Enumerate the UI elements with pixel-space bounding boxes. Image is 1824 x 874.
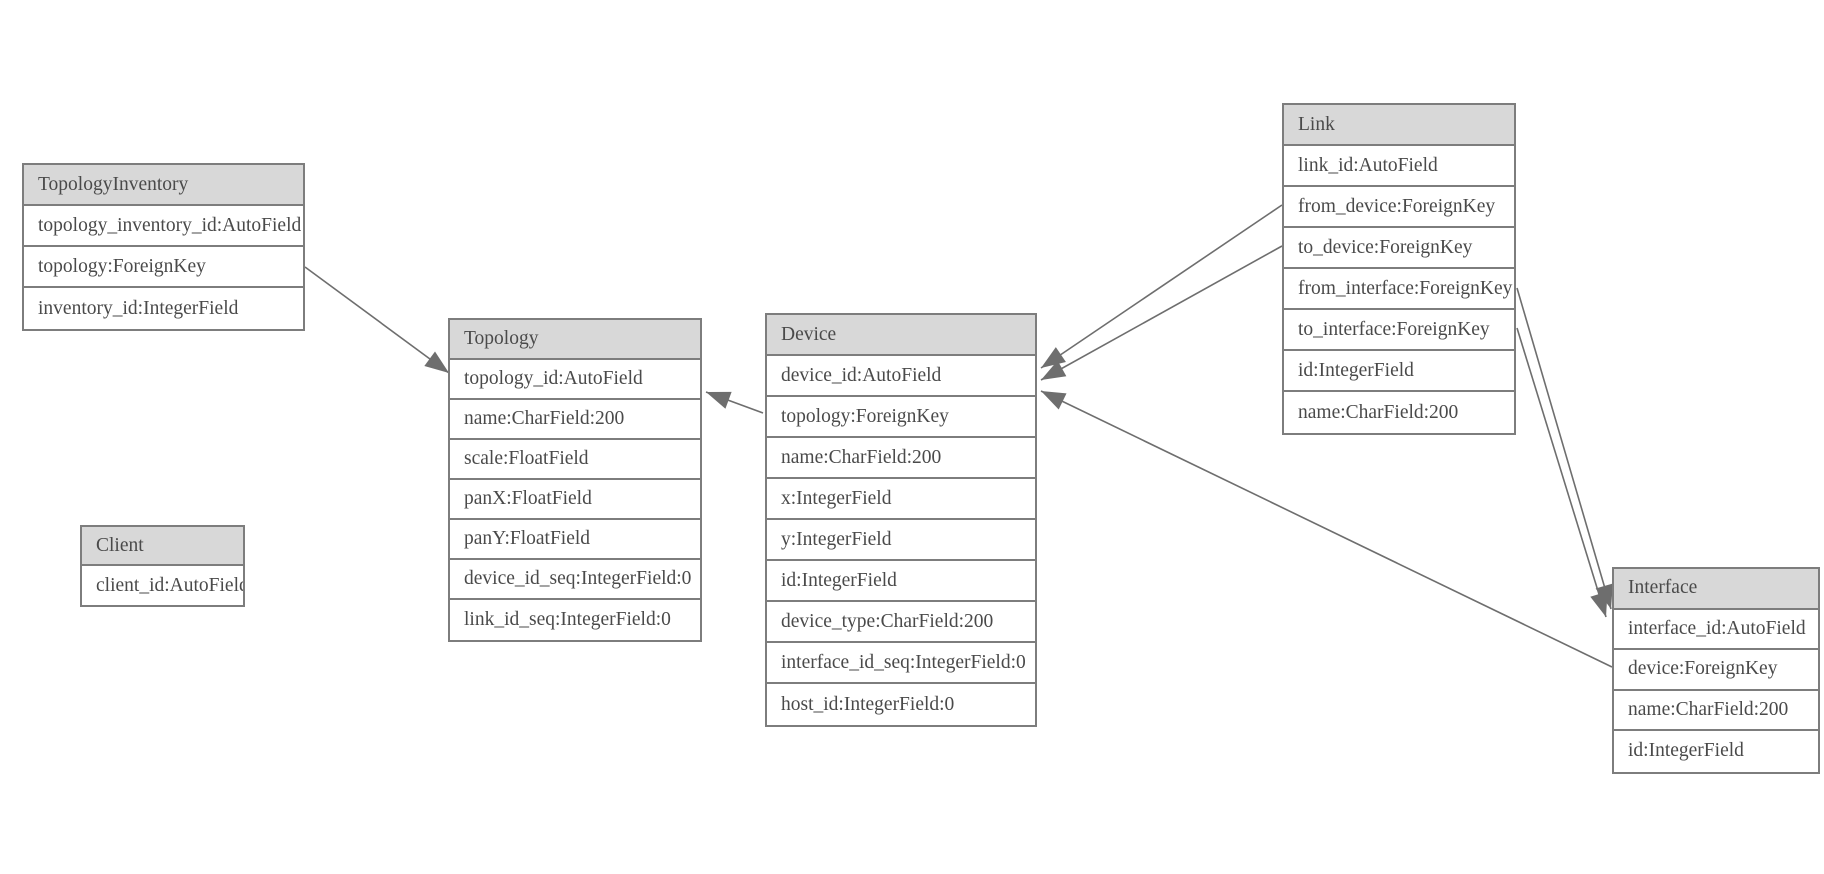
field-row: id:IntegerField	[767, 561, 1035, 602]
field-row: name:CharField:200	[1614, 690, 1818, 731]
field-row: device_id:AutoField	[767, 356, 1035, 397]
field-row: topology:ForeignKey	[767, 397, 1035, 438]
field-row: topology_id:AutoField	[450, 360, 700, 400]
entity-title: Device	[767, 315, 1035, 356]
field-row: name:CharField:200	[1284, 392, 1514, 433]
field-row: topology_inventory_id:AutoField	[24, 206, 303, 247]
edge-link-from_device-device	[1040, 204, 1283, 369]
edge-link-to_device-device	[1040, 245, 1283, 381]
field-row: device_id_seq:IntegerField:0	[450, 560, 700, 600]
field-row: host_id:IntegerField:0	[767, 684, 1035, 725]
field-row: topology:ForeignKey	[24, 247, 303, 288]
field-row: interface_id:AutoField	[1614, 609, 1818, 650]
edge-link-from_interface-interface	[1516, 287, 1613, 610]
field-row: panX:FloatField	[450, 480, 700, 520]
entity-title: Topology	[450, 320, 700, 360]
field-row: inventory_id:IntegerField	[24, 288, 303, 329]
field-row: x:IntegerField	[767, 479, 1035, 520]
entity-title: Client	[82, 527, 243, 566]
field-row: scale:FloatField	[450, 440, 700, 480]
entity-table-client: Client client_id:AutoField	[80, 525, 245, 607]
edge-device-topology	[705, 391, 764, 414]
field-row: id:IntegerField	[1284, 351, 1514, 392]
field-row: device_type:CharField:200	[767, 602, 1035, 643]
entity-fields: client_id:AutoField	[82, 566, 243, 605]
edge-interface-device	[1040, 390, 1613, 668]
field-row: link_id:AutoField	[1284, 146, 1514, 187]
field-row: interface_id_seq:IntegerField:0	[767, 643, 1035, 684]
field-row: client_id:AutoField	[82, 566, 243, 605]
field-row: y:IntegerField	[767, 520, 1035, 561]
field-row: panY:FloatField	[450, 520, 700, 560]
field-row: link_id_seq:IntegerField:0	[450, 600, 700, 640]
field-row: id:IntegerField	[1614, 731, 1818, 772]
entity-title: TopologyInventory	[24, 165, 303, 206]
field-row: device:ForeignKey	[1614, 650, 1818, 691]
field-row: name:CharField:200	[450, 400, 700, 440]
entity-title: Interface	[1614, 569, 1818, 610]
field-row: from_interface:ForeignKey	[1284, 269, 1514, 310]
field-row: to_interface:ForeignKey	[1284, 310, 1514, 351]
field-row: to_device:ForeignKey	[1284, 228, 1514, 269]
edge-link-to_interface-interface	[1516, 327, 1608, 618]
field-row: name:CharField:200	[767, 438, 1035, 479]
edge-topologyinventory-topology	[304, 266, 450, 374]
entity-table-topology-inventory: TopologyInventory topology_inventory_id:…	[22, 163, 305, 331]
field-row: from_device:ForeignKey	[1284, 187, 1514, 228]
entity-title: Link	[1284, 105, 1514, 146]
